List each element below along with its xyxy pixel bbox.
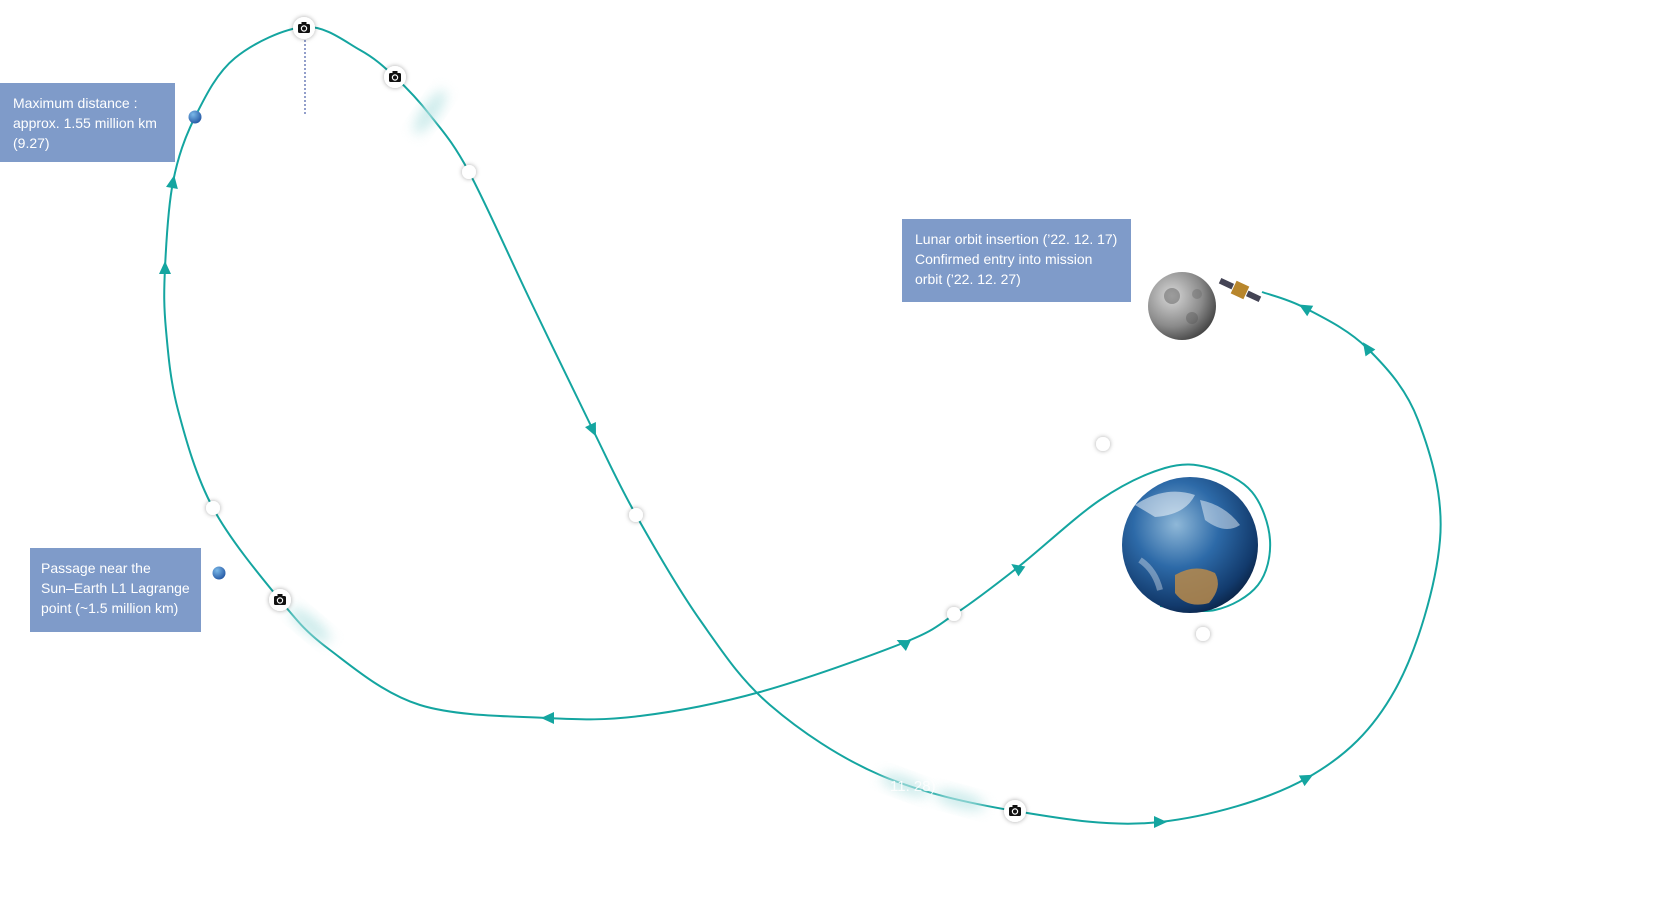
- arrow-icon: [1298, 774, 1314, 787]
- position-marker: [212, 566, 226, 580]
- waypoint-dot[interactable]: [1196, 627, 1210, 641]
- waypoint-dot[interactable]: [1096, 437, 1110, 451]
- camera-icon[interactable]: [269, 589, 291, 611]
- moon-icon: [1148, 272, 1216, 340]
- label-line: approx. 1.55 million km: [13, 115, 157, 131]
- waypoint-dot[interactable]: [462, 165, 476, 179]
- waypoint-dot[interactable]: [629, 508, 643, 522]
- max-distance-label: Maximum distance : approx. 1.55 million …: [0, 83, 175, 162]
- l1-passage-label: Passage near the Sun–Earth L1 Lagrange p…: [30, 548, 201, 632]
- label-line: (9.27): [13, 135, 50, 151]
- satellite-icon: [1218, 277, 1262, 303]
- arrow-icon: [1298, 304, 1314, 317]
- waypoint-dot[interactable]: [947, 607, 961, 621]
- arrow-icon: [1362, 342, 1376, 357]
- trajectory-path: [163, 25, 1442, 825]
- camera-icon[interactable]: [293, 17, 315, 39]
- arrow-icon: [159, 261, 171, 274]
- lunar-orbit-label: Lunar orbit insertion (’22. 12. 17) Conf…: [902, 219, 1131, 302]
- label-line: Passage near the: [41, 560, 151, 576]
- earth-icon: [1122, 477, 1258, 613]
- arrow-icon: [1154, 816, 1167, 828]
- arrow-icon: [585, 422, 596, 437]
- glow-streak: [289, 607, 331, 643]
- label-line: Confirmed entry into mission: [915, 251, 1093, 267]
- arrow-icon: [1011, 563, 1026, 577]
- label-line: Lunar orbit insertion (’22. 12. 17): [915, 231, 1118, 247]
- glow-streak: [880, 773, 930, 797]
- glow-streak: [934, 789, 986, 811]
- label-line: point (~1.5 million km): [41, 600, 179, 616]
- faint-date-text: 11. 28): [890, 778, 936, 795]
- waypoint-dot[interactable]: [206, 501, 220, 515]
- arrow-icon: [166, 175, 178, 189]
- arrow-icon: [896, 640, 911, 651]
- camera-icon[interactable]: [384, 66, 406, 88]
- glow-streak: [413, 90, 447, 134]
- position-marker: [188, 110, 202, 124]
- arrow-icon: [541, 712, 554, 724]
- label-line: orbit (’22. 12. 27): [915, 271, 1021, 287]
- camera-icon[interactable]: [1004, 800, 1026, 822]
- label-line: Sun–Earth L1 Lagrange: [41, 580, 190, 596]
- label-line: Maximum distance :: [13, 95, 138, 111]
